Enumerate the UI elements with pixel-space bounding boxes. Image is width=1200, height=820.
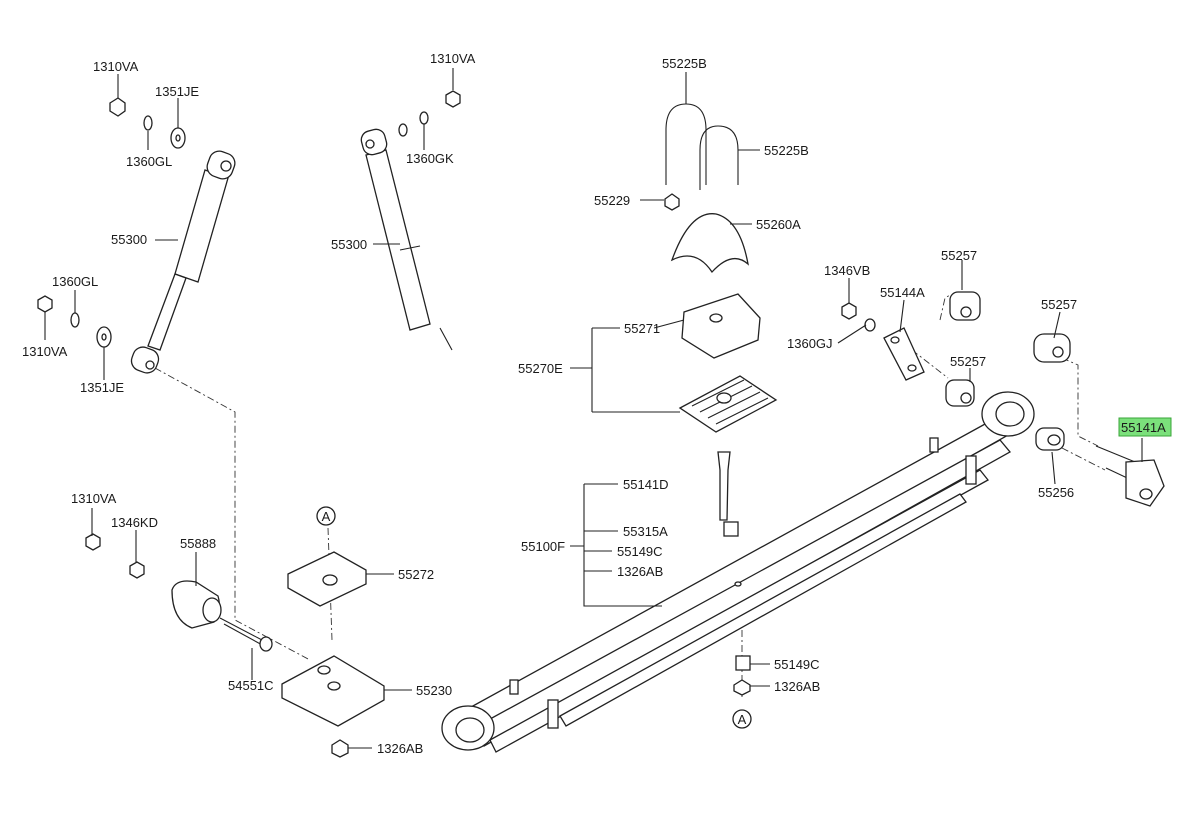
label-55888: 55888: [180, 536, 216, 551]
bushings: [945, 291, 1071, 451]
label-1310va-b: 1310VA: [22, 344, 68, 359]
label-55272: 55272: [398, 567, 434, 582]
label-55315a: 55315A: [623, 524, 668, 539]
label-1326ab-a: 1326AB: [617, 564, 663, 579]
center-bolt: [717, 451, 739, 537]
label-55230: 55230: [416, 683, 452, 698]
ref-a-bottom: A: [732, 709, 752, 729]
label-55141d: 55141D: [623, 477, 669, 492]
label-1360gl-a: 1360GL: [126, 154, 172, 169]
label-1360gk: 1360GK: [406, 151, 454, 166]
label-1310va-d: 1310VA: [71, 491, 117, 506]
label-1360gj: 1360GJ: [787, 336, 833, 351]
label-55229: 55229: [594, 193, 630, 208]
label-55260a: 55260A: [756, 217, 801, 232]
bolt-54551c: [219, 617, 273, 652]
spring-pad: [678, 375, 778, 433]
leader-lines: [44, 68, 1143, 749]
ref-a-top-label: A: [322, 509, 331, 524]
label-55141a: 55141A: [1121, 420, 1166, 435]
label-55225b-b: 55225B: [764, 143, 809, 158]
label-55256: 55256: [1038, 485, 1074, 500]
label-1346vb: 1346VB: [824, 263, 870, 278]
label-1360gl-b: 1360GL: [52, 274, 98, 289]
label-55225b-a: 55225B: [662, 56, 707, 71]
label-1351je-a: 1351JE: [155, 84, 199, 99]
label-55257-c: 55257: [1041, 297, 1077, 312]
label-54551c: 54551C: [228, 678, 274, 693]
label-55300-b: 55300: [331, 237, 367, 252]
label-55300-a: 55300: [111, 232, 147, 247]
leaf-spring: [441, 391, 1035, 753]
ref-a-top: A: [316, 506, 336, 526]
bump-stopper: [171, 580, 222, 629]
label-1310va-a: 1310VA: [93, 59, 139, 74]
label-55270e: 55270E: [518, 361, 563, 376]
label-55144a: 55144A: [880, 285, 925, 300]
part-labels: 1310VA 1351JE 1360GL 55300 1360GL 1310VA…: [22, 51, 1166, 756]
label-55149c-b: 55149C: [774, 657, 820, 672]
shock-absorber-left: [37, 97, 236, 374]
label-1346kd: 1346KD: [111, 515, 158, 530]
label-1326ab-c: 1326AB: [774, 679, 820, 694]
label-1351je-b: 1351JE: [80, 380, 124, 395]
spring-plate-lower: [281, 655, 385, 727]
label-55257-b: 55257: [950, 354, 986, 369]
shackle: [883, 327, 925, 381]
u-bolts: [664, 103, 739, 211]
spring-seat-upper: [670, 213, 761, 359]
spring-plate-upper: [287, 551, 367, 607]
label-55100f: 55100F: [521, 539, 565, 554]
label-55271: 55271: [624, 321, 660, 336]
ref-a-bottom-label: A: [738, 712, 747, 727]
shackle-pin: [1095, 445, 1165, 507]
misc-nuts: [85, 302, 876, 758]
label-55149c-a: 55149C: [617, 544, 663, 559]
highlight-55141a: [1118, 417, 1172, 437]
label-1326ab-b: 1326AB: [377, 741, 423, 756]
label-55257-a: 55257: [941, 248, 977, 263]
label-1310va-c: 1310VA: [430, 51, 476, 66]
shock-absorber-right: [360, 90, 461, 351]
